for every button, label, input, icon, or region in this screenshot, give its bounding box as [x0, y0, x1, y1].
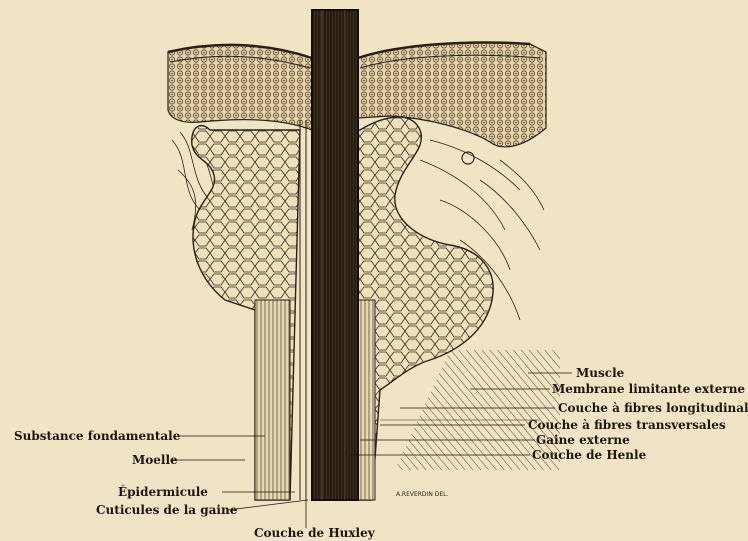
label-moelle: Moelle: [132, 453, 178, 467]
label-couche-henle: Couche de Henle: [532, 448, 647, 462]
label-substance-fondamentale: Substance fondamentale: [14, 429, 181, 443]
label-membrane-limitante: Membrane limitante externe: [552, 382, 745, 396]
engraver-signature: A.REVERDIN DEL.: [396, 491, 448, 498]
label-fibres-longitudinales: Couche à fibres longitudinales: [558, 401, 748, 415]
label-gaine-externe: Gaine externe: [536, 433, 630, 447]
label-epidermicule: Épidermicule: [118, 484, 208, 499]
left-root-sheath: [192, 126, 300, 500]
label-muscle: Muscle: [576, 366, 625, 380]
label-couche-huxley: Couche de Huxley: [254, 526, 376, 540]
label-cuticules-gaine: Cuticules de la gaine: [96, 503, 238, 517]
label-fibres-transversales: Couche à fibres transversales: [528, 418, 726, 432]
